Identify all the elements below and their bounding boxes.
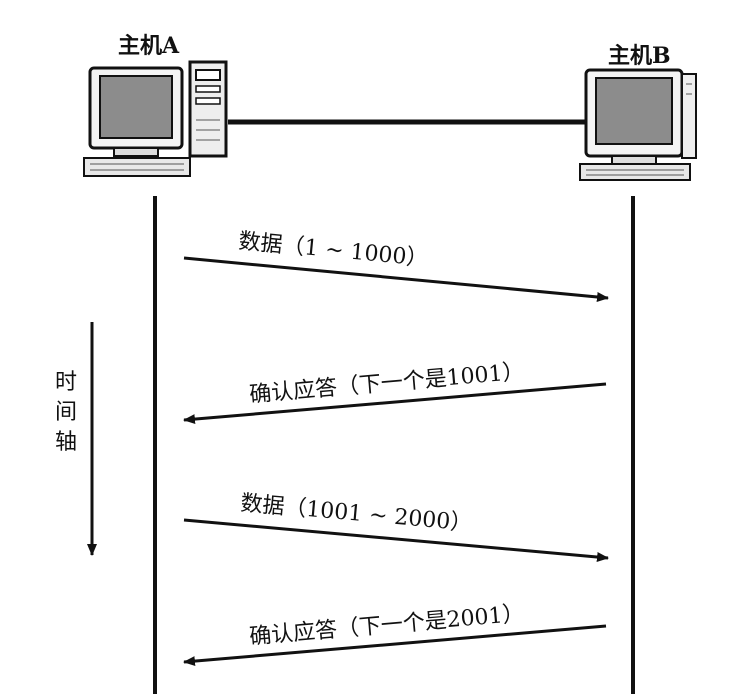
time-axis-char-1: 时	[54, 370, 77, 395]
host-b-label: 主机B	[608, 43, 671, 69]
time-axis-char-3: 轴	[54, 430, 77, 455]
message-4-arrow	[183, 624, 607, 667]
computer-b-icon	[579, 68, 697, 181]
message-2-arrow	[183, 382, 607, 425]
message-3-label: 数据（1001 ~ 2000）	[239, 491, 473, 537]
message-4-label: 确认应答（下一个是2001）	[248, 601, 525, 649]
message-2-label: 确认应答（下一个是1001）	[248, 359, 525, 407]
time-axis-label: 时 间 轴	[54, 368, 78, 458]
message-4: 确认应答（下一个是2001）	[183, 601, 607, 667]
message-3-arrow	[183, 518, 609, 562]
computer-a-icon	[83, 60, 228, 177]
message-1-arrow	[183, 256, 609, 302]
message-3: 数据（1001 ~ 2000）	[183, 491, 609, 562]
time-axis-char-2: 间	[54, 400, 77, 425]
message-2: 确认应答（下一个是1001）	[183, 359, 607, 425]
message-1: 数据（1 ~ 1000）	[183, 229, 609, 302]
host-a-label: 主机A	[118, 33, 180, 59]
